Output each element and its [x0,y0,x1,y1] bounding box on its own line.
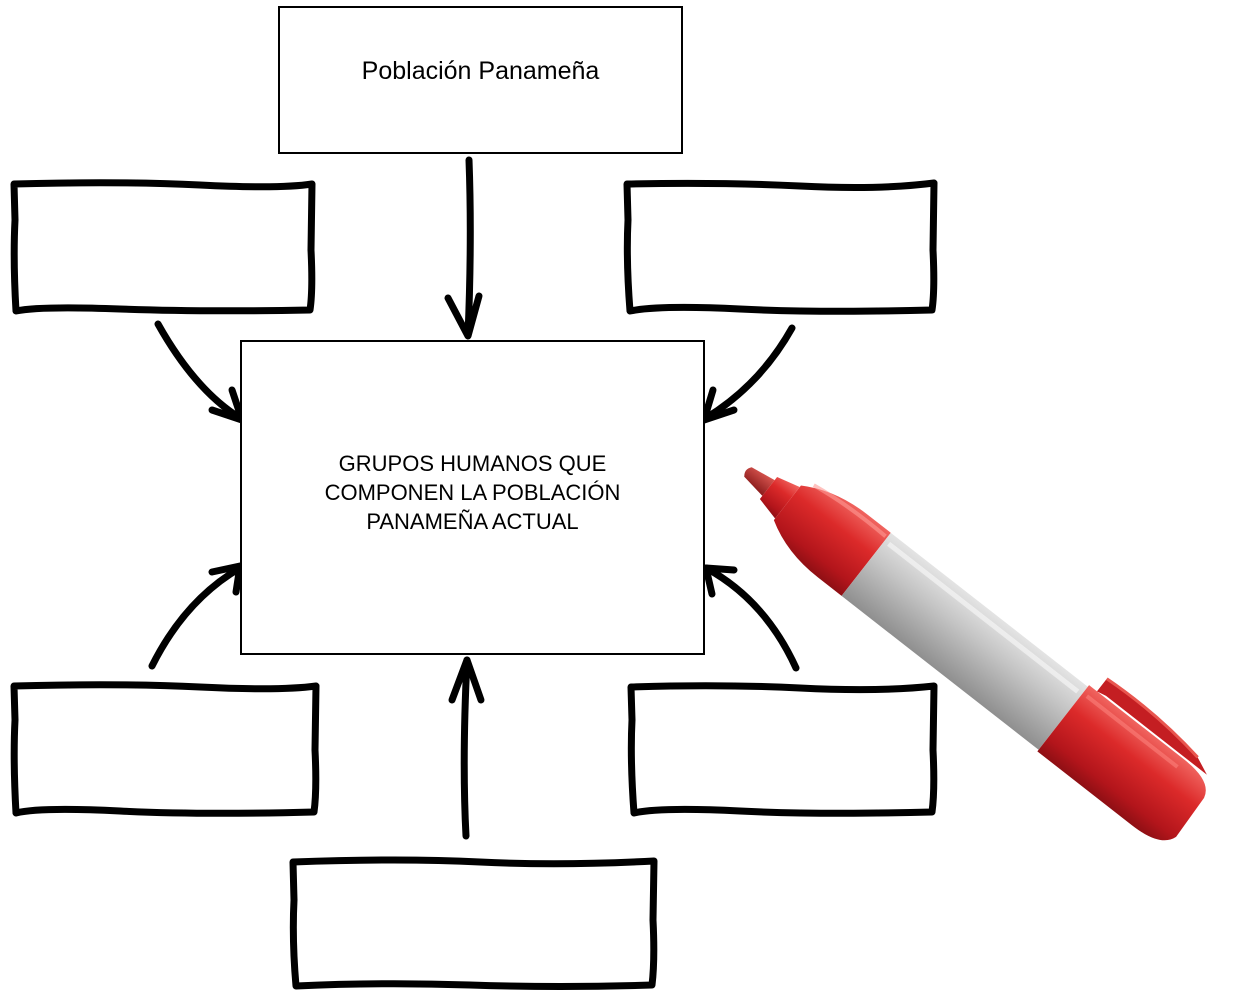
central-concept-text: GRUPOS HUMANOS QUE COMPONEN LA POBLACIÓN… [325,449,621,537]
arrow-top [444,156,483,340]
arrow-bottom [448,656,485,840]
central-concept-box[interactable]: GRUPOS HUMANOS QUE COMPONEN LA POBLACIÓN… [240,340,705,655]
empty-box-bottom-left[interactable] [10,681,320,817]
population-title-box[interactable]: Población Panameña [278,6,683,154]
arrow-bottom-right [702,564,800,672]
empty-box-top-left[interactable] [10,179,316,315]
population-title-label: Población Panameña [361,56,600,85]
central-concept-line: PANAMEÑA ACTUAL [366,509,579,535]
empty-box-bottom-center[interactable] [289,856,658,990]
central-concept-line: GRUPOS HUMANOS QUE [338,450,607,476]
central-concept-line: COMPONEN LA POBLACIÓN [324,479,621,505]
empty-box-top-right[interactable] [623,179,938,315]
empty-box-bottom-right[interactable] [627,682,938,817]
